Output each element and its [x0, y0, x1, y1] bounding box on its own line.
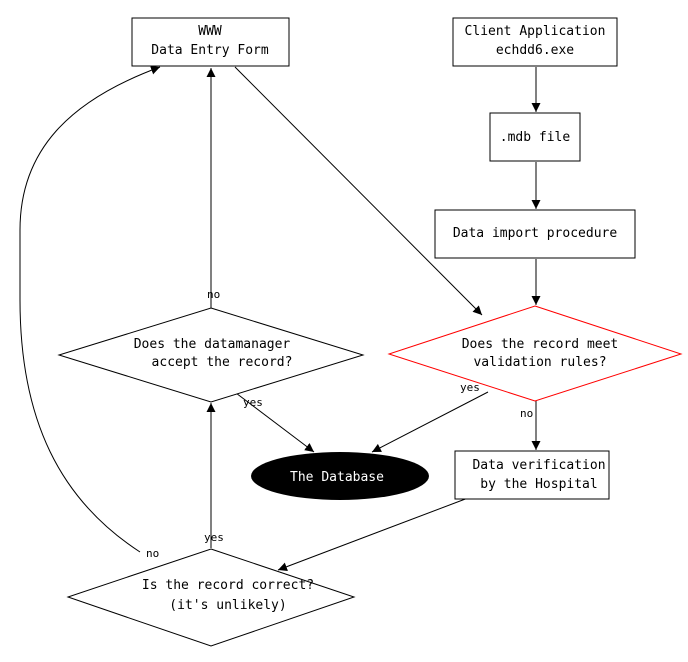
node-client-application: Client Application echdd6.exe: [452, 17, 618, 67]
node-import-procedure: Data import procedure: [434, 209, 636, 259]
datamanager-line2: accept the record?: [152, 355, 293, 370]
node-database: The Database: [251, 452, 429, 500]
edge-correct-no-to-form: [19, 65, 161, 553]
validation-line2: validation rules?: [473, 355, 606, 370]
www-form-line1: WWW: [198, 24, 222, 39]
database-label: The Database: [290, 470, 384, 485]
label-datamanager-no: no: [207, 288, 220, 301]
node-correct-diamond: Is the record correct? (it's unlikely): [66, 548, 356, 647]
node-mdb-file: .mdb file: [489, 112, 581, 162]
edge-verification-to-correct: [277, 497, 469, 572]
node-verification: Data verification by the Hospital: [454, 450, 610, 500]
node-datamanager-diamond: Does the datamanager accept the record?: [57, 307, 365, 403]
client-app-line1: Client Application: [465, 24, 606, 39]
edge-form-to-validation: [234, 66, 483, 316]
edge-validation-yes-to-database: [371, 391, 489, 453]
label-datamanager-yes: yes: [243, 396, 263, 409]
verification-line1: Data verification: [472, 458, 605, 473]
label-validation-no: no: [520, 407, 533, 420]
edge-datamanager-yes-to-database: [227, 386, 315, 453]
verification-line2: by the Hospital: [480, 477, 597, 492]
correct-line1: Is the record correct?: [142, 578, 314, 593]
mdb-file-label: .mdb file: [500, 130, 571, 145]
node-www-form: WWW Data Entry Form: [131, 17, 290, 67]
datamanager-line1: Does the datamanager: [134, 337, 291, 352]
www-form-line2: Data Entry Form: [151, 43, 269, 58]
node-validation-diamond: Does the record meet validation rules?: [387, 305, 683, 402]
client-app-line2: echdd6.exe: [496, 43, 574, 58]
edge-labels: no yes yes no yes no: [146, 288, 533, 560]
label-correct-no: no: [146, 547, 159, 560]
label-validation-yes: yes: [460, 381, 480, 394]
label-correct-yes: yes: [204, 531, 224, 544]
import-proc-label: Data import procedure: [453, 226, 618, 241]
validation-line1: Does the record meet: [462, 337, 619, 352]
edges: [19, 65, 541, 572]
correct-line2: (it's unlikely): [169, 598, 286, 613]
